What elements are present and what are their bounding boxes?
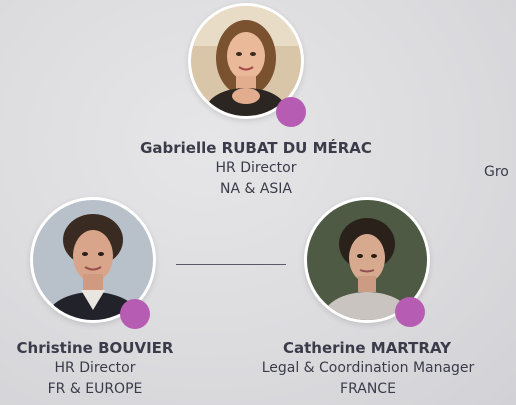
person-title: HR Director	[54, 360, 136, 376]
person-region: NA & ASIA	[219, 181, 293, 197]
connector-line	[176, 264, 286, 265]
last-name: BOUVIER	[98, 339, 174, 357]
last-name: MARTRAY	[370, 339, 451, 357]
person-name: Christine BOUVIER	[0, 339, 200, 357]
status-dot	[276, 97, 306, 127]
person-title: HR Director	[215, 160, 297, 176]
status-dot	[395, 297, 425, 327]
last-name: RUBAT DU MÉRAC	[221, 139, 372, 157]
person-title: Legal & Coordination Manager	[261, 360, 475, 376]
person-region: FR & EUROPE	[47, 381, 143, 397]
avatar[interactable]	[191, 6, 301, 116]
first-name: Catherine	[282, 339, 366, 357]
person-name: Gabrielle RUBAT DU MÉRAC	[106, 139, 406, 157]
status-dot	[120, 299, 150, 329]
person-region: FRANCE	[340, 381, 396, 397]
person-name: Catherine MARTRAY	[252, 339, 482, 357]
first-name: Christine	[16, 339, 93, 357]
first-name: Gabrielle	[140, 139, 217, 157]
partial-label: Gro	[484, 164, 509, 180]
